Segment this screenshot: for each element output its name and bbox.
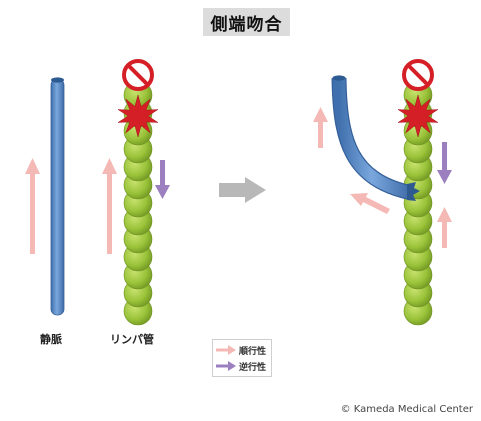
diagram-title: 側端吻合 — [203, 8, 290, 36]
antegrade-arrow-right-3 — [437, 207, 452, 248]
vein-right — [331, 75, 420, 201]
blast-icon — [397, 94, 439, 138]
antegrade-arrow-left-1 — [25, 158, 40, 254]
legend-label-retrograde: 逆行性 — [239, 362, 267, 373]
retrograde-arrow-right — [437, 142, 452, 184]
vein-label: 静脈 — [40, 333, 62, 346]
lymph-vessel-left — [123, 80, 153, 326]
antegrade-arrow-right-1 — [313, 107, 328, 148]
antegrade-arrow-icon — [216, 345, 236, 355]
legend: 順行性 逆行性 — [212, 339, 272, 377]
retrograde-arrow-icon — [216, 361, 236, 371]
blast-icon — [117, 94, 159, 138]
retrograde-arrow-left — [155, 160, 170, 199]
antegrade-arrow-right-2 — [350, 193, 390, 214]
arrow-right-icon — [219, 177, 266, 203]
copyright-credit: © Kameda Medical Center — [340, 404, 473, 415]
lymph-vessel-label: リンパ管 — [110, 333, 154, 346]
no-entry-icon — [122, 59, 154, 91]
antegrade-arrow-left-2 — [102, 158, 117, 254]
legend-label-antegrade: 順行性 — [239, 346, 267, 357]
legend-item-antegrade: 順行性 — [216, 343, 266, 357]
legend-item-retrograde: 逆行性 — [216, 359, 266, 373]
no-entry-icon — [402, 59, 434, 91]
vein-left — [50, 77, 65, 316]
